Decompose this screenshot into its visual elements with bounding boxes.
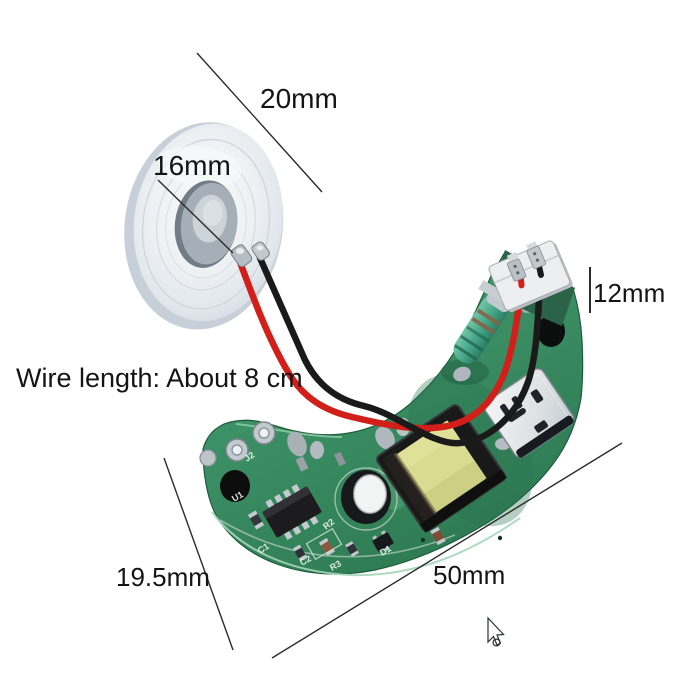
- silkscreen-label: D1: [378, 543, 393, 557]
- transistor: [372, 530, 394, 552]
- black-wire: [256, 254, 544, 447]
- dimension-lines: [157, 52, 623, 659]
- silkscreen-label: J2: [242, 450, 256, 464]
- wire-length-label: Wire length: About 8 cm: [16, 363, 303, 393]
- disc-diameter-line: [196, 52, 323, 193]
- disc-solder-tabs: [230, 241, 270, 268]
- smd-components: [247, 451, 503, 562]
- disc-diameter-label: 20mm: [260, 83, 338, 114]
- connector-height-label: 12mm: [593, 278, 666, 308]
- board-length-label: 50mm: [433, 560, 506, 590]
- spring-coil: [453, 292, 511, 364]
- silkscreen-label: R3: [328, 558, 343, 572]
- board-width-label: 19.5mm: [116, 562, 210, 592]
- mounting-hole-left: [220, 470, 250, 502]
- pcb-board: J2 U1 R2 C1 C2 R3 D1: [199, 251, 584, 577]
- silkscreen-label: C2: [298, 553, 313, 567]
- transformer: [376, 404, 507, 533]
- screw-pads: [199, 421, 276, 467]
- board-length-line: [271, 442, 623, 659]
- disc-inner-diameter-label: 16mm: [153, 150, 231, 181]
- red-wire: [236, 258, 525, 432]
- crimp-terminals: [506, 245, 546, 282]
- silkscreen-arc: [219, 519, 456, 558]
- board-width-line: [163, 457, 234, 651]
- capacitor: [334, 467, 398, 531]
- cursor-icon: [487, 616, 505, 647]
- jst-connector: [488, 240, 573, 313]
- disc-inner-diameter-line: [157, 179, 234, 254]
- atomizer-disc: [124, 122, 284, 330]
- disc-ring: [141, 138, 271, 310]
- silkscreen-label: U1: [230, 489, 245, 503]
- ic-chip: [262, 483, 322, 541]
